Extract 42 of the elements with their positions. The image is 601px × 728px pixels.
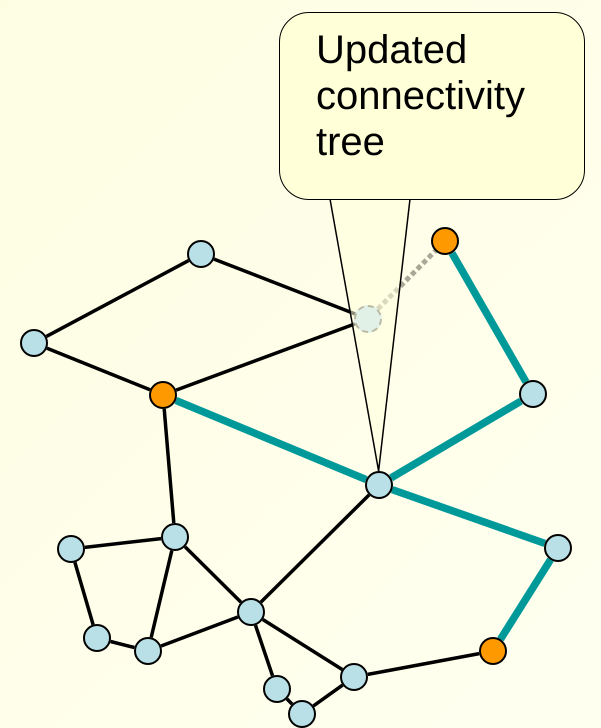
graph-node — [237, 598, 265, 626]
graph-node — [134, 637, 162, 665]
graph-node — [187, 240, 215, 268]
graph-edge — [389, 398, 523, 482]
callout-box — [279, 12, 585, 200]
graph-edge — [110, 640, 135, 650]
graph-edge — [390, 486, 546, 547]
graph-edge — [260, 494, 370, 604]
graph-edge — [262, 618, 344, 671]
graph-edge — [162, 408, 176, 524]
graph-edge — [46, 346, 151, 392]
graph-node — [57, 535, 85, 563]
graph-edge — [448, 251, 530, 384]
graph-edge — [376, 249, 437, 311]
graph-edge — [497, 558, 554, 642]
graph-node — [263, 675, 291, 703]
graph-edge — [213, 257, 356, 316]
leader-line — [329, 198, 380, 472]
graph-edge — [367, 652, 480, 676]
graph-edge — [174, 396, 368, 484]
callout-text: Updated connectivity tree — [316, 27, 526, 165]
graph-node — [83, 624, 111, 652]
graph-edge — [150, 550, 174, 638]
graph-node — [479, 637, 507, 665]
graph-node — [161, 523, 189, 551]
graph-edge — [312, 684, 344, 708]
graph-node — [431, 227, 459, 255]
graph-node — [340, 663, 368, 691]
graph-node — [365, 471, 393, 499]
graph-node — [288, 700, 316, 728]
graph-node — [544, 534, 572, 562]
graph-edge — [73, 562, 95, 626]
graph-edge — [46, 259, 190, 338]
graph-edge — [84, 536, 162, 550]
graph-node — [354, 305, 382, 333]
graph-node — [519, 380, 547, 408]
graph-edge — [160, 615, 239, 648]
graph-node — [20, 329, 48, 357]
graph-edge — [254, 624, 274, 676]
graph-node — [149, 381, 177, 409]
graph-edge — [184, 546, 242, 604]
graph-edge — [176, 322, 356, 392]
